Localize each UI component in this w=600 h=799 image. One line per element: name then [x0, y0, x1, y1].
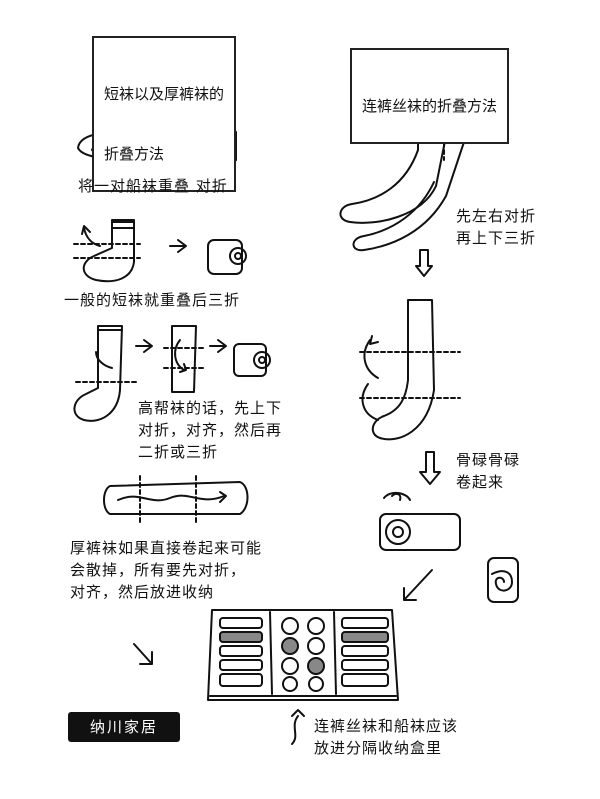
brand-badge: 纳川家居 — [68, 712, 180, 742]
right-step2-line2: 卷起来 — [456, 473, 505, 491]
right-step1-line2: 再上下三折 — [456, 229, 537, 247]
thick-tights-drawing — [103, 475, 249, 525]
left-step3-line3: 二折或三折 — [138, 443, 219, 461]
arrow-down-left-icon — [403, 569, 433, 601]
left-title-line2: 折叠方法 — [104, 145, 165, 163]
left-title-line1: 短袜以及厚裤袜的 — [104, 85, 225, 103]
right-step1-line1: 先左右对折 — [456, 207, 537, 225]
high-sock-drawing — [73, 325, 137, 422]
arrow-right-icon — [135, 339, 153, 353]
arrow-down-icon — [419, 451, 441, 485]
left-step2-caption: 一般的短袜就重叠后三折 — [64, 291, 241, 309]
left-step3-line2: 对折，对齐，然后再 — [138, 421, 283, 439]
right-title: 连裤丝袜的折叠方法 — [350, 48, 510, 144]
left-step3-line1: 高帮袜的话，先上下 — [138, 399, 283, 417]
rolled-high-sock-drawing — [233, 343, 271, 377]
rolled-tights-drawing — [487, 557, 519, 603]
arrow-down-right-icon — [133, 643, 153, 665]
half-folded-sock-drawing — [163, 325, 205, 393]
short-sock-drawing — [73, 219, 141, 283]
left-step4-line1: 厚裤袜如果直接卷起来可能 — [70, 539, 263, 557]
arrow-down-icon — [415, 249, 433, 277]
folded-tights-drawing — [359, 299, 461, 441]
arrow-up-icon — [291, 709, 305, 745]
right-final-line1: 连裤丝袜和船袜应该 — [314, 717, 459, 735]
rolling-tights-drawing — [379, 492, 461, 551]
arrow-right-icon — [169, 239, 187, 253]
storage-box-drawing — [207, 609, 399, 701]
rolled-short-sock-drawing — [207, 239, 247, 275]
right-step2-line1: 骨碌骨碌 — [456, 451, 521, 469]
left-step1-caption: 将一对船袜重叠 对折 — [78, 177, 228, 195]
right-title-text: 连裤丝袜的折叠方法 — [362, 97, 498, 115]
arrow-right-icon — [209, 339, 227, 353]
right-final-line2: 放进分隔收纳盒里 — [314, 739, 443, 757]
left-step4-line2: 会散掉，所有要先对折， — [70, 561, 247, 579]
left-title: 短袜以及厚裤袜的 折叠方法 — [92, 36, 237, 192]
left-step4-line3: 对齐，然后放进收纳 — [70, 583, 215, 601]
